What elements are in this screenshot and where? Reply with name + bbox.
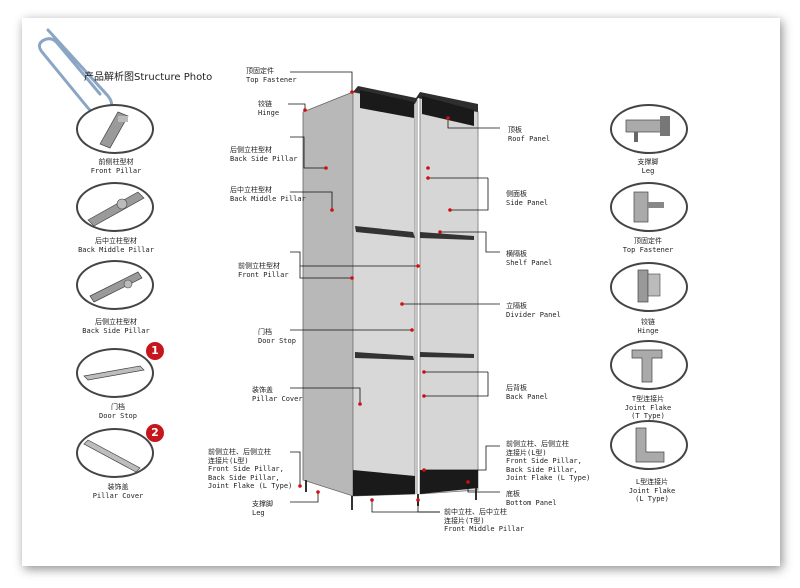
back-middle-pillar-icon [87, 191, 145, 227]
back-side-pillar-thumb [76, 260, 154, 310]
joint-flake-l-icon [635, 427, 665, 463]
badge-1: 1 [146, 342, 164, 360]
joint-flake-l-thumb [610, 420, 688, 470]
door-stop-thumb [76, 348, 154, 398]
top-fastener-icon [633, 191, 664, 223]
badge-2: 2 [146, 424, 164, 442]
joint-flake-t-thumb [610, 340, 688, 390]
back-side-pillar-icon [89, 271, 143, 303]
leg-icon [625, 116, 670, 142]
pillar-cover-icon [83, 439, 141, 473]
hinge-icon [637, 269, 661, 303]
pillar-cover-thumb [76, 428, 154, 478]
locker-cabinet [302, 86, 479, 510]
callout-joint-flake-l: 前侧立柱、后侧立柱连接片(L型)Front Side Pillar,Back S… [208, 448, 293, 490]
callout-back-middle-joint: 前中立柱、后中立柱连接片(T型)Front Middle Pillar [444, 508, 525, 533]
joint-flake-t-icon [631, 349, 663, 383]
top-fastener-thumb [610, 182, 688, 232]
door-stop-icon [83, 365, 145, 381]
page-title: 产品解析图Structure Photo [84, 72, 213, 83]
leader-lines [288, 71, 500, 513]
leg-thumb [610, 104, 688, 154]
hinge-thumb [610, 262, 688, 312]
callout-dots [298, 90, 470, 502]
back-middle-pillar-thumb [76, 182, 154, 232]
front-pillar-icon [99, 111, 129, 149]
front-pillar-thumb [76, 104, 154, 154]
callout-joint-flake-right: 前侧立柱、后侧立柱连接片(L型)Front Side Pillar,Back S… [506, 440, 591, 482]
